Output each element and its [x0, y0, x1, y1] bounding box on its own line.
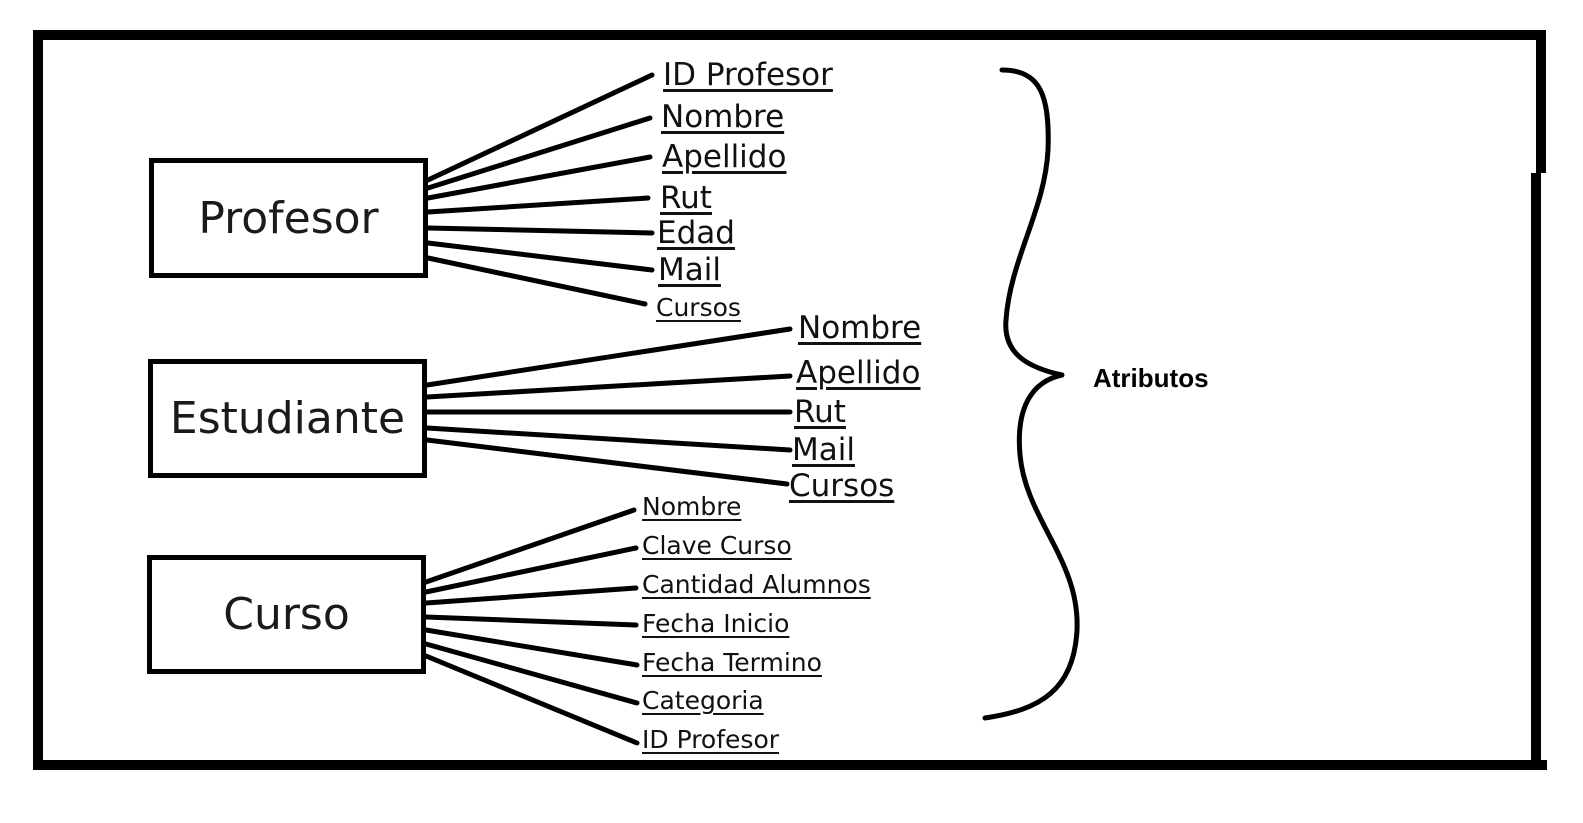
connector-line: [425, 72, 655, 183]
connector-line: [424, 373, 793, 400]
attribute-label: Rut: [660, 180, 712, 216]
attribute-label: Nombre: [661, 99, 785, 135]
connector-line: [425, 240, 655, 273]
attribute-label: Mail: [658, 252, 721, 288]
attribute-label: Cursos: [789, 468, 895, 504]
entity-curso: Curso: [147, 555, 426, 674]
connector-line: [424, 425, 793, 453]
entity-label: Curso: [223, 589, 350, 640]
entity-profesor: Profesor: [149, 158, 428, 278]
brace-label: Atributos: [1093, 363, 1209, 393]
connector-line: [423, 545, 639, 595]
connector-line: [423, 653, 640, 746]
entity-label: Profesor: [198, 192, 379, 244]
curly-brace: [982, 67, 1080, 721]
attribute-label: Fecha Inicio: [642, 609, 790, 638]
attribute-label: Nombre: [798, 310, 922, 346]
connector-line: [424, 437, 790, 487]
attribute-label: Nombre: [642, 492, 742, 521]
connector-line: [425, 255, 648, 307]
outer-frame: [33, 30, 1547, 770]
attribute-label: Cantidad Alumnos: [642, 570, 871, 599]
attribute-label: Fecha Termino: [642, 648, 822, 677]
attribute-label: Categoria: [642, 686, 764, 715]
connector-line: [423, 641, 640, 706]
attribute-label: Cursos: [656, 293, 741, 322]
attribute-label: Rut: [794, 394, 846, 430]
connector-lines: [423, 72, 793, 746]
connector-line: [423, 614, 639, 628]
connector-line: [425, 195, 651, 215]
connector-line: [425, 115, 653, 191]
attribute-label: Mail: [792, 432, 855, 468]
attribute-label: Apellido: [662, 139, 787, 175]
connector-line: [424, 326, 793, 388]
connector-line: [425, 225, 655, 236]
attribute-label: Apellido: [796, 355, 921, 391]
connector-line: [423, 627, 640, 668]
attribute-label: Edad: [657, 215, 735, 251]
attribute-label: ID Profesor: [663, 57, 833, 93]
attribute-label: ID Profesor: [642, 725, 780, 754]
entity-estudiante: Estudiante: [148, 359, 427, 478]
connector-line: [425, 154, 653, 201]
connector-line: [423, 507, 637, 585]
entity-label: Estudiante: [169, 393, 406, 444]
connector-line: [423, 585, 639, 606]
attribute-label: Clave Curso: [642, 531, 792, 560]
